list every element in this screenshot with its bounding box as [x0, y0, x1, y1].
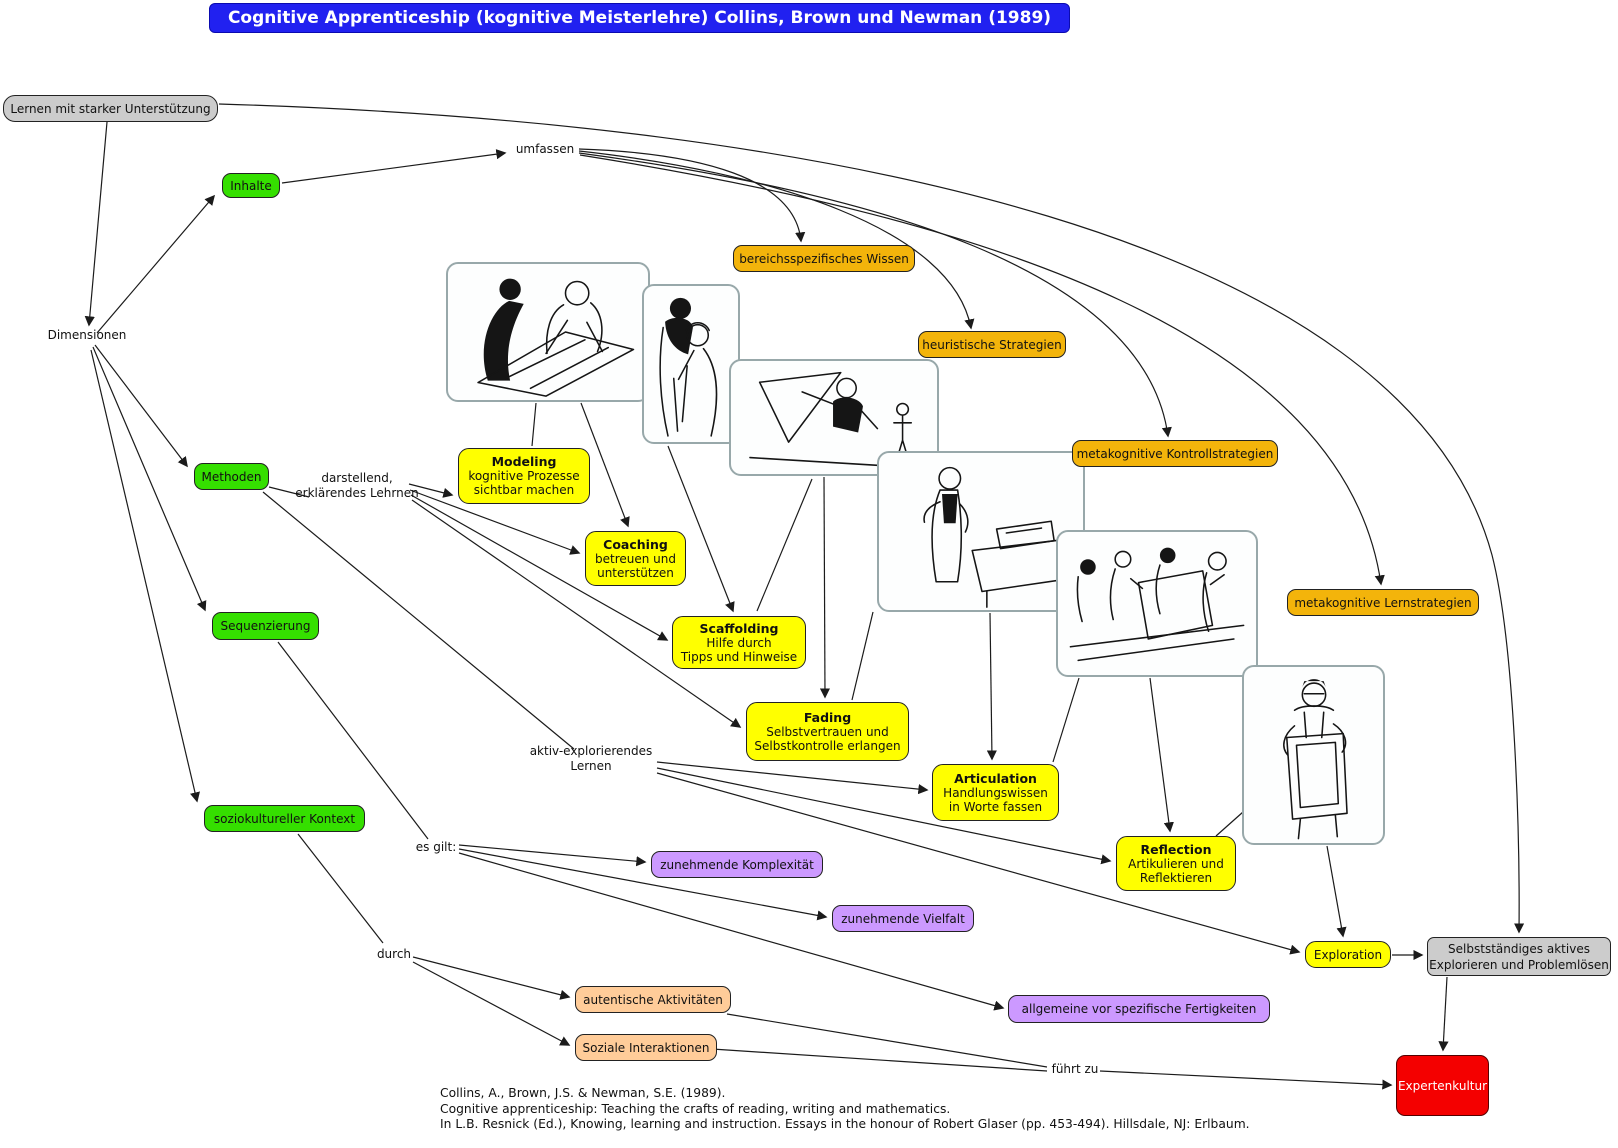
node-selbststaendiges-line2: Explorieren und Problemlösen — [1429, 957, 1609, 972]
node-scaffolding-line1: Hilfe durch — [706, 635, 772, 650]
node-expertenkultur: Expertenkultur — [1396, 1055, 1489, 1116]
node-coaching-line2: unterstützen — [597, 565, 674, 580]
citation-line1: Collins, A., Brown, J.S. & Newman, S.E. … — [440, 1086, 726, 1100]
node-autentische-aktivitaeten: autentische Aktivitäten — [575, 986, 731, 1013]
node-zunehmende-komplexitaet: zunehmende Komplexität — [651, 851, 823, 878]
sketch-coaching — [642, 284, 740, 444]
node-coaching: Coaching betreuen und unterstützen — [585, 531, 686, 586]
node-articulation-line1: Handlungswissen — [943, 785, 1048, 800]
node-coaching-line1: betreuen und — [595, 551, 676, 566]
node-zunehmende-vielfalt: zunehmende Vielfalt — [832, 905, 974, 932]
node-modeling: Modeling kognitive Prozesse sichtbar mac… — [458, 448, 590, 504]
label-dimensionen: Dimensionen — [47, 328, 127, 342]
label-aktiv-line1: aktiv-explorierendes — [529, 744, 653, 758]
map-title: Cognitive Apprenticeship (kognitive Meis… — [209, 3, 1070, 33]
label-darstellend-line1: darstellend, — [321, 471, 393, 485]
node-metakognitive-lernstrategien: metakognitive Lernstrategien — [1287, 589, 1479, 616]
citation: Collins, A., Brown, J.S. & Newman, S.E. … — [440, 1086, 1250, 1133]
node-bereichsspezifisches-wissen: bereichsspezifisches Wissen — [733, 245, 915, 272]
node-selbststaendiges-line1: Selbstständiges aktives — [1448, 941, 1590, 956]
node-metakognitive-kontrollstrategien: metakognitive Kontrollstrategien — [1072, 440, 1278, 467]
label-darstellend: darstellend, erklärendes Lehrnen — [291, 471, 423, 501]
sketch-articulation — [877, 451, 1085, 612]
label-aktiv-explorierendes: aktiv-explorierendes Lernen — [524, 744, 658, 774]
node-fading: Fading Selbstvertrauen und Selbstkontrol… — [746, 702, 909, 761]
node-fading-line1: Selbstvertrauen und — [766, 724, 889, 739]
node-soziale-interaktionen: Soziale Interaktionen — [575, 1034, 717, 1061]
node-scaffolding-title: Scaffolding — [699, 620, 779, 636]
sketch-reflection — [1056, 530, 1258, 677]
node-lernen-mit-unterstuetzung: Lernen mit starker Unterstützung — [3, 95, 218, 122]
node-allgemeine-vor-spezifische: allgemeine vor spezifische Fertigkeiten — [1008, 995, 1270, 1023]
node-modeling-line2: sichtbar machen — [473, 483, 575, 497]
node-articulation-line2: in Worte fassen — [948, 799, 1043, 814]
label-fuehrt-zu: führt zu — [1051, 1062, 1099, 1076]
label-darstellend-line2: erklärendes Lehrnen — [295, 486, 419, 500]
node-scaffolding: Scaffolding Hilfe durch Tipps und Hinwei… — [672, 616, 806, 669]
label-aktiv-line2: Lernen — [570, 759, 612, 773]
node-exploration: Exploration — [1305, 941, 1391, 968]
node-inhalte: Inhalte — [222, 173, 280, 198]
label-durch: durch — [376, 947, 412, 961]
label-umfassen: umfassen — [515, 142, 575, 156]
node-articulation: Articulation Handlungswissen in Worte fa… — [932, 764, 1059, 821]
citation-line3: In L.B. Resnick (Ed.), Knowing, learning… — [440, 1117, 1250, 1131]
label-es-gilt: es gilt: — [415, 840, 457, 854]
node-methoden: Methoden — [194, 463, 269, 490]
node-reflection: Reflection Artikulieren und Reflektieren — [1116, 836, 1236, 891]
node-reflection-title: Reflection — [1140, 841, 1212, 857]
sketch-exploration — [1242, 665, 1385, 845]
node-modeling-title: Modeling — [491, 454, 557, 469]
node-reflection-line2: Reflektieren — [1139, 870, 1213, 885]
node-scaffolding-line2: Tipps und Hinweise — [680, 649, 798, 664]
node-articulation-title: Articulation — [954, 770, 1037, 786]
node-soziokultureller-kontext: soziokultureller Kontext — [204, 805, 365, 832]
node-selbststaendiges-explorieren: Selbstständiges aktives Explorieren und … — [1427, 937, 1611, 976]
citation-line2: Cognitive apprenticeship: Teaching the c… — [440, 1101, 951, 1116]
node-heuristische-strategien: heuristische Strategien — [918, 331, 1066, 358]
node-fading-title: Fading — [803, 709, 852, 725]
node-reflection-line1: Artikulieren und — [1128, 856, 1224, 871]
node-coaching-title: Coaching — [603, 536, 668, 552]
node-fading-line2: Selbstkontrolle erlangen — [754, 738, 901, 753]
node-sequenzierung: Sequenzierung — [212, 612, 319, 640]
sketch-modeling — [446, 262, 650, 402]
node-modeling-line1: kognitive Prozesse — [468, 469, 580, 483]
